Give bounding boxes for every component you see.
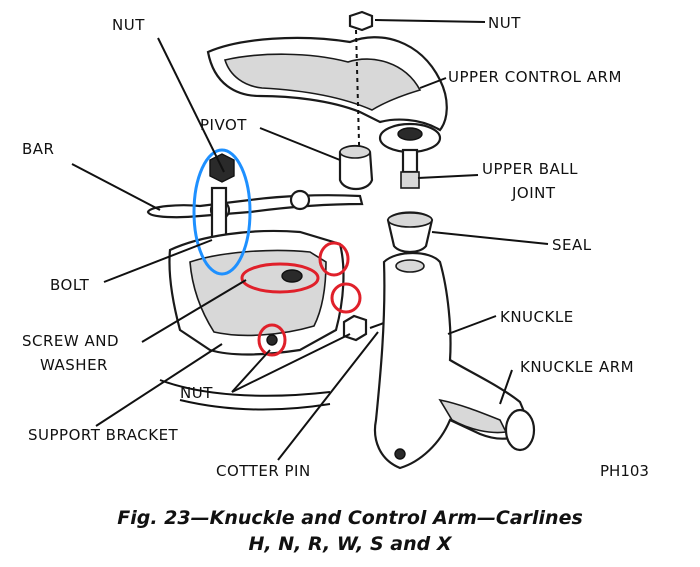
seal-part	[386, 211, 434, 254]
label-screw-and-washer-line2: WASHER	[40, 356, 108, 374]
label-screw-and-washer-line1: SCREW AND	[22, 332, 119, 350]
red-highlight-lower-hole	[257, 323, 287, 357]
caption-line2: H, N, R, W, S and X	[249, 533, 453, 555]
label-upper-ball-joint-line1: UPPER BALL	[482, 160, 578, 178]
screw-washer-part	[266, 269, 303, 346]
label-knuckle: KNUCKLE	[500, 308, 574, 326]
upper-control-arm	[206, 29, 448, 181]
knuckle-part	[373, 252, 536, 470]
label-cotter-pin: COTTER PIN	[216, 462, 311, 480]
red-highlight-right-hole	[330, 282, 362, 314]
part-labels: NUT NUT UPPER CONTROL ARM PIVOT BAR UPPE…	[22, 14, 649, 480]
red-highlight-upper-hole	[318, 241, 350, 277]
bar-part	[146, 189, 364, 221]
caption-line1: Fig. 23—Knuckle and Control Arm—Carlines	[117, 507, 583, 529]
label-seal: SEAL	[552, 236, 592, 254]
label-nut-top-left: NUT	[112, 16, 145, 34]
label-upper-control-arm: UPPER CONTROL ARM	[448, 68, 622, 86]
red-highlight-ellipses	[240, 241, 362, 357]
red-highlight-screw	[240, 262, 320, 294]
figure-caption: Fig. 23—Knuckle and Control Arm—Carlines…	[117, 507, 583, 555]
top-nut-part	[348, 10, 374, 32]
blue-highlight-ellipse	[192, 148, 252, 276]
label-upper-ball-joint-line2: JOINT	[511, 184, 556, 202]
label-pivot: PIVOT	[200, 116, 247, 134]
label-knuckle-arm: KNUCKLE ARM	[520, 358, 634, 376]
upper-ball-joint-part	[378, 122, 442, 189]
figure-code: PH103	[600, 462, 649, 480]
pivot-bushing-part	[338, 144, 374, 191]
label-bar: BAR	[22, 140, 54, 158]
label-support-bracket: SUPPORT BRACKET	[28, 426, 179, 444]
label-bolt: BOLT	[50, 276, 90, 294]
bolt-part	[209, 153, 235, 246]
label-nut-top-right: NUT	[488, 14, 521, 32]
label-nut-bottom: NUT	[180, 384, 213, 402]
leader-lines	[71, 19, 549, 461]
